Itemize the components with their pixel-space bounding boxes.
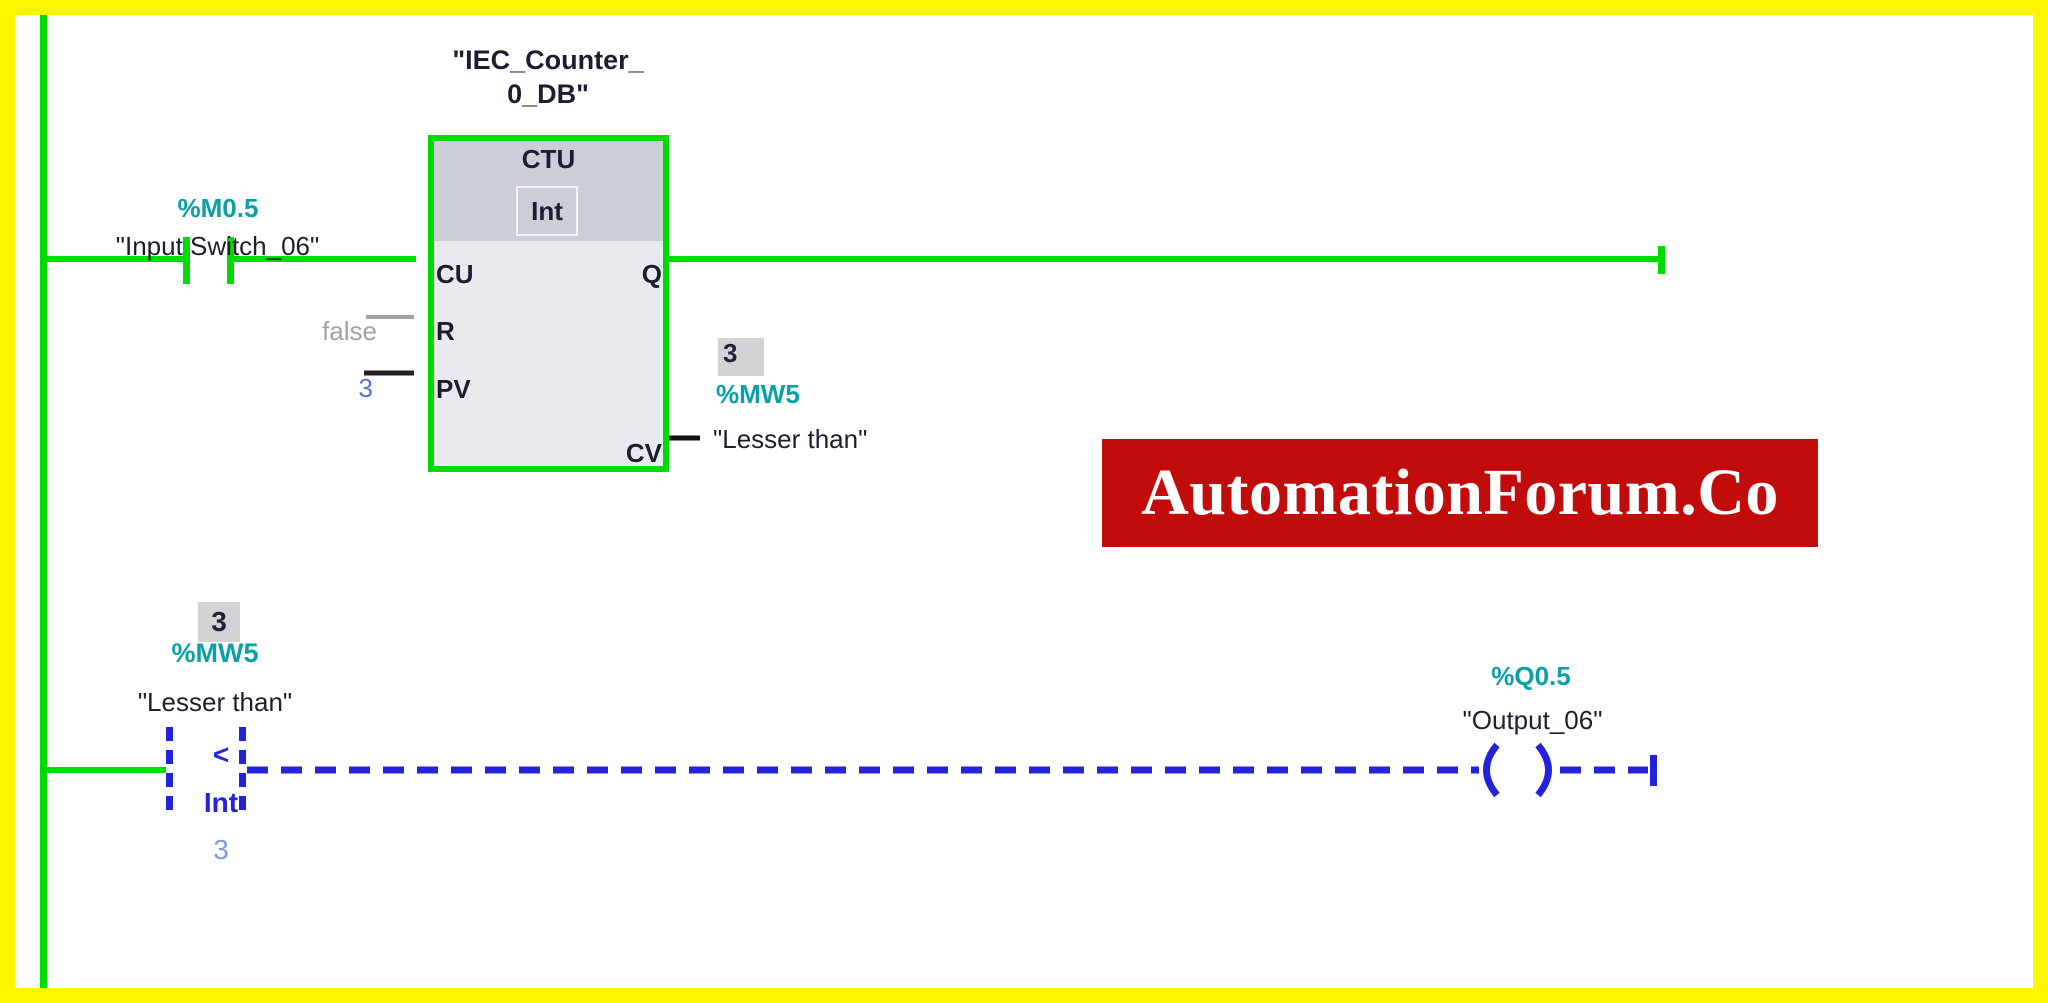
pv-operand-value[interactable]: 3 — [358, 373, 373, 403]
cv-operand-name[interactable]: "Lesser than" — [713, 424, 868, 454]
ctu-block-header — [434, 141, 663, 241]
counter-instance-name[interactable]: "IEC_Counter_ 0_DB" — [413, 43, 683, 111]
ctu-block-title: CTU — [521, 144, 576, 174]
compare-monitor-value[interactable]: 3 — [198, 602, 240, 642]
ctu-data-type: Int — [531, 195, 563, 226]
instance-name-line1: "IEC_Counter_ — [452, 45, 644, 75]
contact-name-label[interactable]: "Input Switch_06" — [115, 231, 320, 261]
coil-name-label[interactable]: "Output_06" — [1462, 705, 1603, 735]
ctu-data-type-box[interactable]: Int — [516, 186, 578, 236]
contact-address-label[interactable]: %M0.5 — [177, 193, 259, 223]
compare-data-type[interactable]: Int — [203, 787, 239, 818]
compare-operator[interactable]: < — [212, 739, 230, 770]
coil-address-label[interactable]: %Q0.5 — [1491, 661, 1571, 691]
compare-reference-value[interactable]: 3 — [213, 834, 229, 865]
pin-label-cu: CU — [436, 259, 474, 289]
watermark-banner: AutomationForum.Co — [1102, 439, 1818, 547]
pin-label-r: R — [436, 316, 455, 346]
pin-label-pv: PV — [436, 374, 471, 404]
r-operand-value[interactable]: false — [322, 316, 377, 346]
compare-operand-address[interactable]: %MW5 — [171, 638, 259, 668]
no-contact-symbol[interactable] — [183, 237, 234, 284]
instance-name-line2: 0_DB" — [507, 79, 589, 109]
compare-operand-name[interactable]: "Lesser than" — [137, 687, 293, 717]
pin-label-cv: CV — [625, 438, 662, 468]
cv-operand-address[interactable]: %MW5 — [716, 379, 800, 409]
less-than-comparator-symbol[interactable] — [166, 727, 246, 817]
output-coil-symbol[interactable] — [1483, 742, 1552, 798]
watermark-text: AutomationForum.Co — [1141, 456, 1779, 529]
cv-monitor-value[interactable]: 3 — [718, 338, 764, 376]
pin-label-q: Q — [641, 259, 662, 289]
